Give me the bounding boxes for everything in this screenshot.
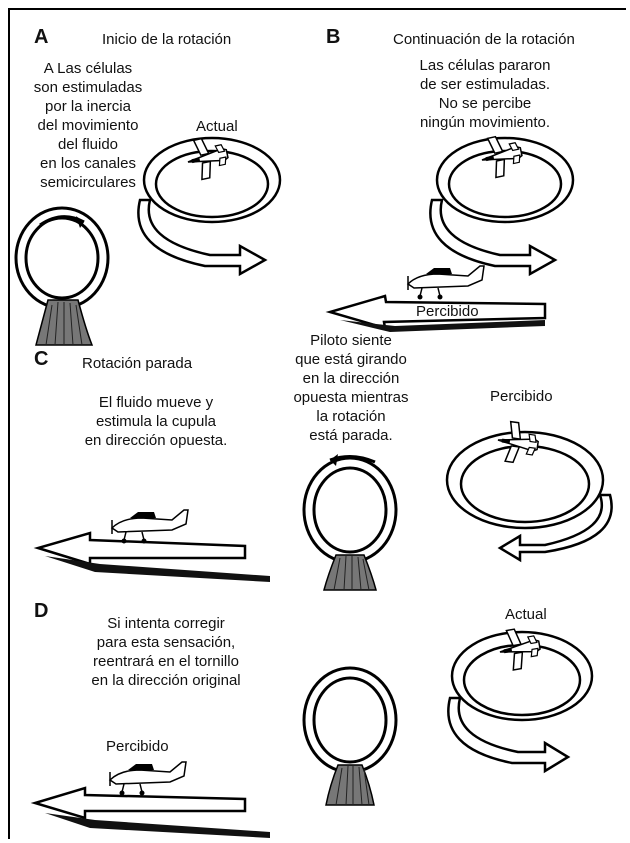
panel-b-perceived-label: Percibido <box>416 302 479 321</box>
desc-line: opuesta mientras <box>276 388 426 407</box>
panel-a-letter: A <box>34 26 48 49</box>
panel-d-spiral <box>448 625 592 771</box>
desc-line: No se percibe <box>400 94 570 113</box>
panel-b-flight-path <box>330 266 545 332</box>
desc-line: A Las células <box>18 59 158 78</box>
panel-a-canal <box>16 208 108 345</box>
desc-line: por la inercia <box>18 97 158 116</box>
desc-line: está parada. <box>276 426 426 445</box>
panel-b-title: Continuación de la rotación <box>393 30 575 49</box>
desc-line: de ser estimuladas. <box>400 75 570 94</box>
panel-d-actual-label: Actual <box>505 605 547 624</box>
panel-d-description: Si intenta corregir para esta sensación,… <box>66 614 266 690</box>
desc-line: son estimuladas <box>18 78 158 97</box>
panel-c-perceived-label: Percibido <box>490 387 553 406</box>
desc-line: estimula la cupula <box>66 412 246 431</box>
panel-b-spiral <box>430 132 573 274</box>
panel-c-spiral <box>447 420 612 560</box>
panel-a-description: A Las células son estimuladas por la ine… <box>18 59 158 192</box>
panel-a-spiral <box>138 134 280 274</box>
panel-b-letter: B <box>326 26 340 49</box>
desc-line: en la dirección original <box>66 671 266 690</box>
desc-line: Piloto siente <box>276 331 426 350</box>
panel-a-title: Inicio de la rotación <box>102 30 231 49</box>
desc-line: la rotación <box>276 407 426 426</box>
desc-line: Si intenta corregir <box>66 614 266 633</box>
panel-c-pilot-description: Piloto siente que está girando en la dir… <box>276 331 426 445</box>
desc-line: Las células pararon <box>400 56 570 75</box>
panel-d-letter: D <box>34 600 48 623</box>
panel-d-flight-path <box>35 762 270 838</box>
panel-c-letter: C <box>34 348 48 371</box>
desc-line: para esta sensación, <box>66 633 266 652</box>
desc-line: del movimiento <box>18 116 158 135</box>
panel-c-title: Rotación parada <box>82 354 192 373</box>
desc-line: ningún movimiento. <box>400 113 570 132</box>
panel-a-actual-label: Actual <box>196 117 238 136</box>
desc-line: en los canales <box>18 154 158 173</box>
desc-line: en la dirección <box>276 369 426 388</box>
panel-c-canal <box>304 454 396 590</box>
desc-line: reentrará en el tornillo <box>66 652 266 671</box>
panel-c-description: El fluido mueve y estimula la cupula en … <box>66 393 246 450</box>
desc-line: en dirección opuesta. <box>66 431 246 450</box>
desc-line: El fluido mueve y <box>66 393 246 412</box>
desc-line: semicirculares <box>18 173 158 192</box>
panel-b-description: Las células pararon de ser estimuladas. … <box>400 56 570 132</box>
panel-d-canal <box>304 668 396 805</box>
desc-line: que está girando <box>276 350 426 369</box>
desc-line: del fluido <box>18 135 158 154</box>
panel-d-perceived-label: Percibido <box>106 737 169 756</box>
panel-c-flight-path <box>38 510 270 582</box>
